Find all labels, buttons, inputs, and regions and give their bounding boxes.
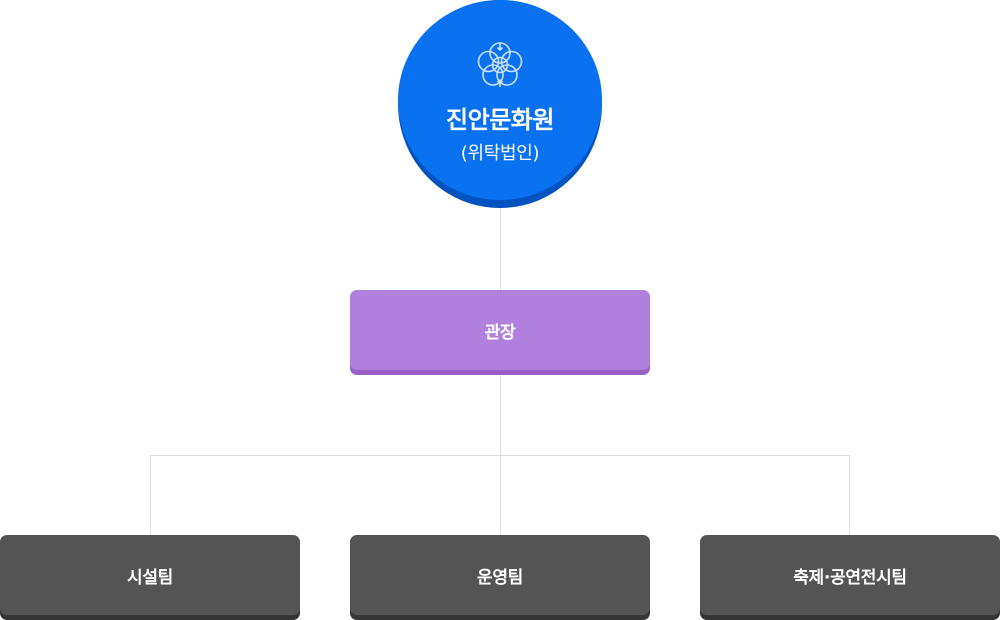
team-node-operations: 운영팀 (350, 535, 650, 615)
connector-root-director (500, 206, 501, 290)
team-label: 축제·공연전시팀 (793, 567, 907, 588)
connector-team-right (849, 455, 850, 535)
root-node: 진안문화원 (위탁법인) (398, 0, 602, 208)
root-title: 진안문화원 (446, 106, 554, 134)
team-node-festival-performance-exhibition: 축제·공연전시팀 (700, 535, 1000, 615)
root-subtitle: (위탁법인) (460, 143, 540, 164)
director-node: 관장 (350, 290, 650, 370)
flower-logo-icon (477, 42, 523, 87)
root-node-face: 진안문화원 (위탁법인) (398, 0, 602, 200)
team-label: 시설팀 (126, 567, 174, 588)
team-node-facilities: 시설팀 (0, 535, 300, 615)
director-label: 관장 (484, 322, 516, 343)
connector-team-left (150, 455, 151, 535)
team-label: 운영팀 (476, 567, 524, 588)
connector-branch-horizontal (150, 455, 850, 456)
